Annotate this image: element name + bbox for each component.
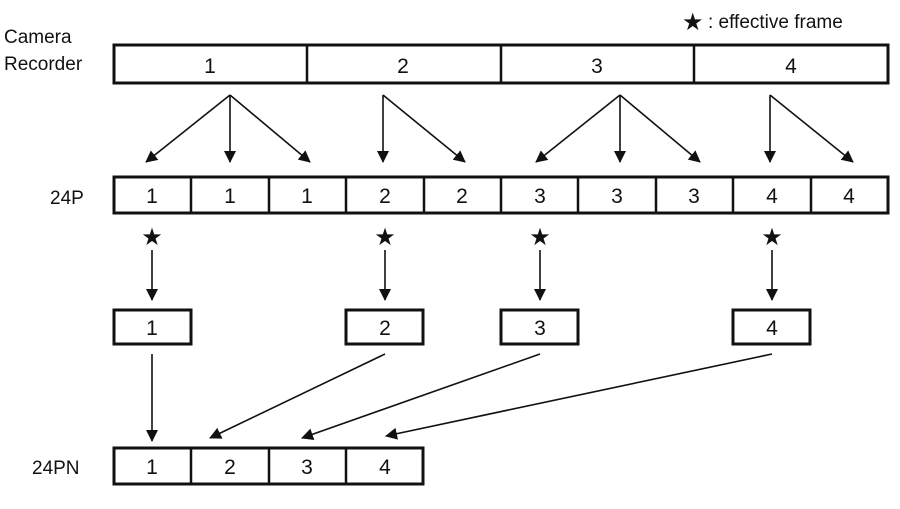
effective-frame-label: 2	[379, 317, 391, 340]
pulldown-arrow	[619, 94, 701, 163]
p24-frame-label: 1	[224, 185, 236, 208]
pn24-bar: 1 2 3 4	[112, 446, 425, 486]
p24-label: 24P	[50, 188, 84, 209]
pn24-label: 24PN	[32, 458, 80, 479]
legend: ★ : effective frame	[682, 9, 843, 36]
camera-frame-label: 3	[591, 55, 603, 78]
extraction-arrows	[146, 250, 778, 301]
star-icon: ★	[141, 224, 163, 251]
effective-frame-label: 1	[146, 317, 158, 340]
pulldown-arrow	[229, 94, 311, 163]
pulldown-arrows	[145, 94, 854, 163]
effective-frame-label: 4	[766, 317, 778, 340]
p24-frame-label: 3	[534, 185, 546, 208]
pn24-frame-label: 3	[301, 456, 313, 479]
pulldown-arrow	[535, 94, 621, 163]
camera-frame-label: 1	[204, 55, 216, 78]
effective-frame-boxes: 1 2 3 4	[112, 308, 812, 346]
pn24-frame-label: 1	[146, 456, 158, 479]
pn24-frame-label: 2	[224, 456, 236, 479]
effective-frame-box	[499, 308, 580, 346]
pulldown-arrow	[382, 94, 466, 163]
p24-frame-label: 1	[301, 185, 313, 208]
p24-frame-label: 3	[688, 185, 700, 208]
camera-frame-label: 4	[785, 55, 797, 78]
pack-arrow	[209, 353, 386, 439]
legend-text: : effective frame	[708, 12, 843, 33]
p24-frame-label: 3	[611, 185, 623, 208]
p24-frame-label: 4	[766, 185, 778, 208]
star-icon: ★	[761, 224, 783, 251]
pack-arrow	[385, 353, 773, 440]
p24-frame-label: 4	[843, 185, 855, 208]
pack-arrow	[301, 353, 541, 440]
p24-frame-label: 2	[379, 185, 391, 208]
pulldown-arrow	[769, 94, 854, 163]
p24-frame-label: 1	[146, 185, 158, 208]
pulldown-arrow	[145, 94, 231, 163]
star-icon: ★	[374, 224, 396, 251]
effective-frame-label: 3	[534, 317, 546, 340]
pn24-frame-label: 4	[379, 456, 391, 479]
effective-frame-box	[112, 308, 193, 346]
pack-arrows	[146, 353, 773, 442]
star-icon: ★	[529, 224, 551, 251]
effective-frame-box	[731, 308, 812, 346]
p24-frame-label: 2	[456, 185, 468, 208]
star-icon: ★	[682, 9, 704, 36]
effective-frame-box	[344, 308, 425, 346]
camera-label: Camera	[4, 27, 72, 48]
p24-bar: 1 1 1 2 2 3 3 3 4 4	[112, 175, 890, 215]
camera-recorder-bar: 1 2 3 4	[112, 43, 890, 85]
camera-frame-label: 2	[397, 55, 409, 78]
recorder-label: Recorder	[4, 54, 83, 75]
effective-frame-stars: ★ ★ ★ ★	[141, 224, 783, 251]
